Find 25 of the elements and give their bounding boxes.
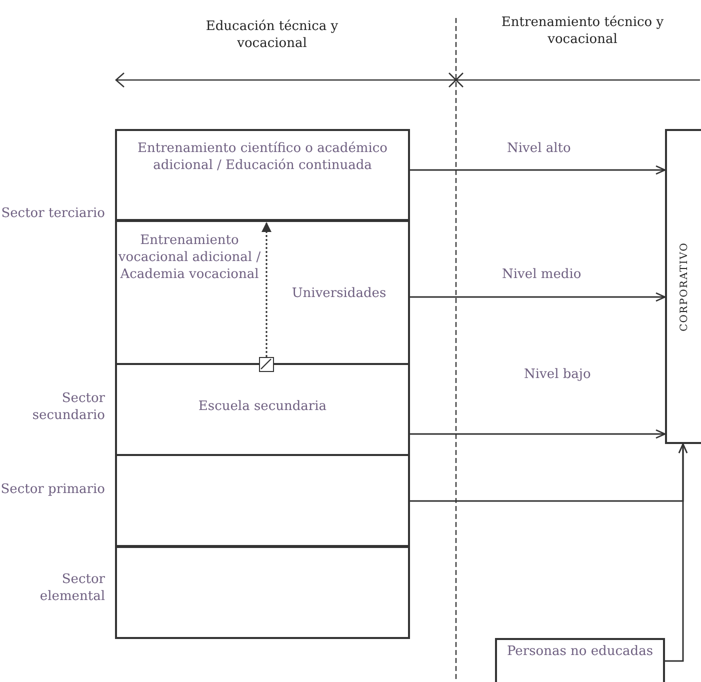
node-text: Entrenamiento científico o académico adicional / Educación continuada [137,140,388,174]
sector-label: Sector primario [0,481,105,498]
node-text: Personas no educadas [506,643,654,660]
sector-label: Sector secundario [31,390,105,424]
hatched-square [259,357,274,372]
arrow [410,165,666,175]
sector-label: Sector terciario [0,205,105,222]
vertical-box [665,129,701,444]
process-box [115,363,410,456]
arrow [410,429,666,439]
edge-label: Nivel bajo [522,366,593,383]
arrow [410,292,666,302]
arrow [665,443,688,662]
process-box [115,129,410,222]
process-box [495,638,665,682]
empty-box [115,455,410,548]
node-text: Escuela secundaria [197,398,328,415]
empty-box [115,546,410,639]
column-heading: Entrenamiento técnico y vocacional [500,14,665,48]
node-text: Entrenamiento vocacional adicional / Academia vocacional [117,232,262,283]
column-heading: Educación técnica y vocacional [204,18,340,52]
node-text: Universidades [290,285,388,302]
arrow [262,222,272,357]
vertical-label: CORPORATIVO [678,242,690,332]
sector-label: Sector elemental [38,571,105,605]
